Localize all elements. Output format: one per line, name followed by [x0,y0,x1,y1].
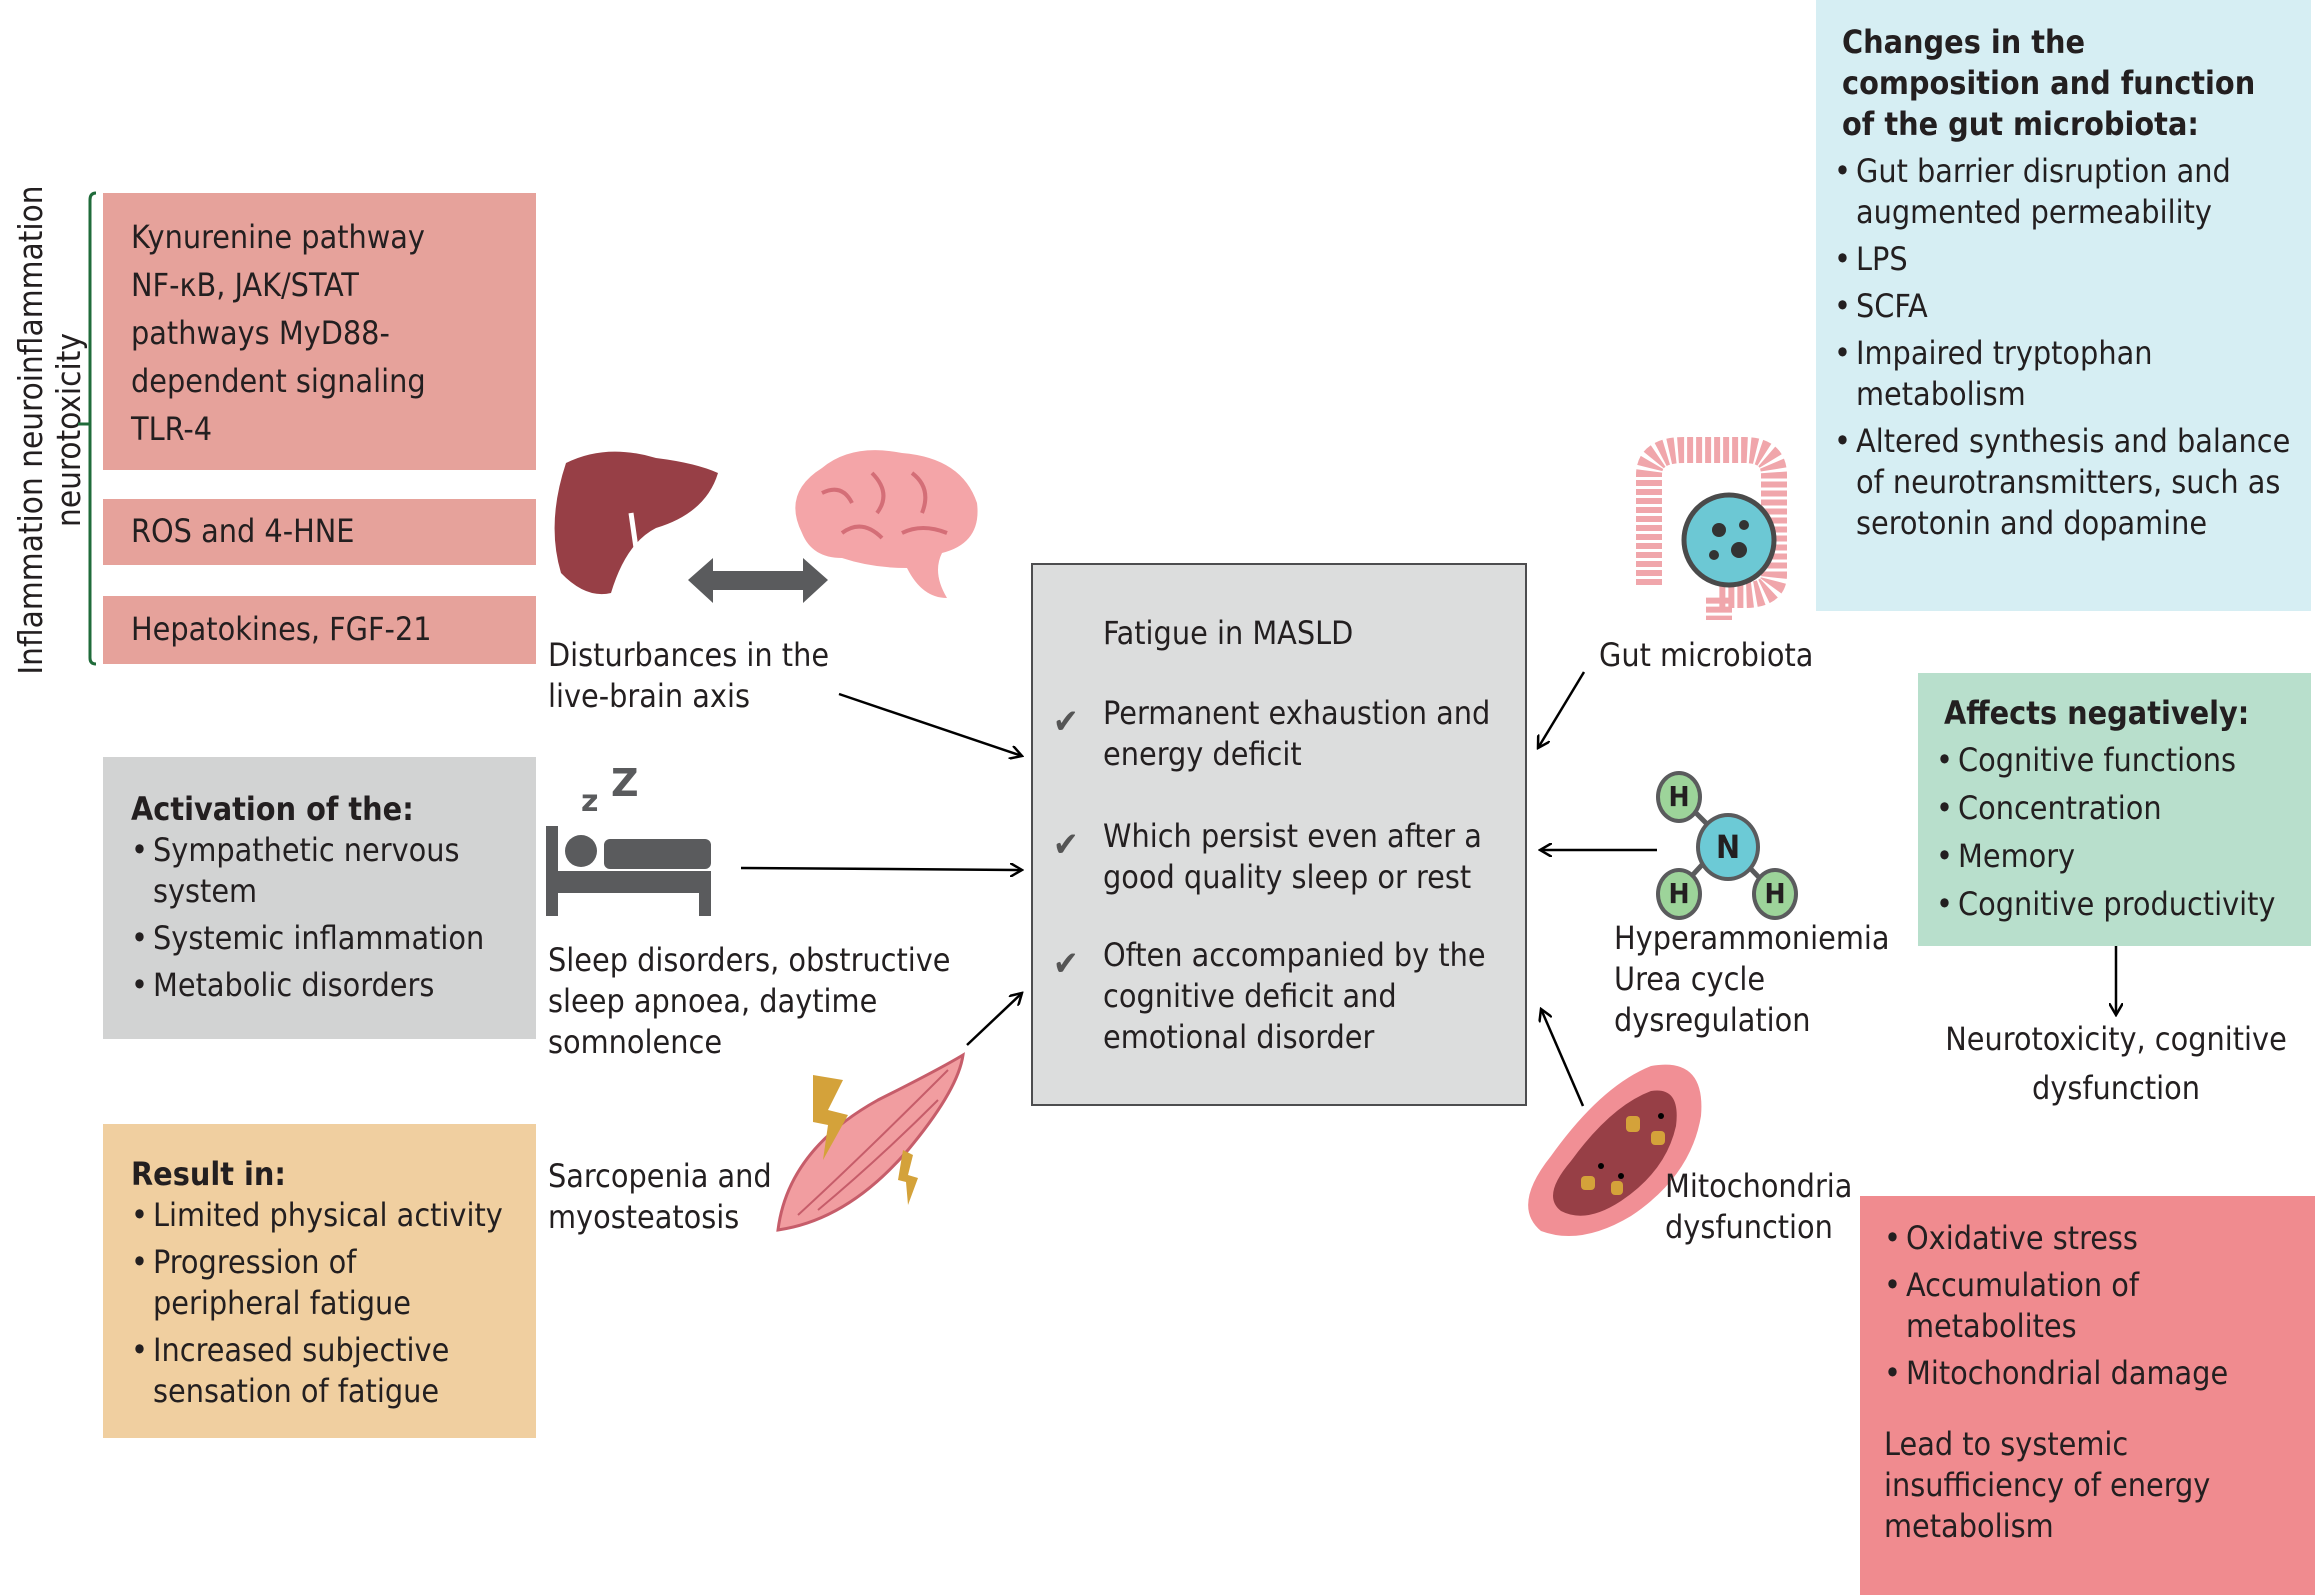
result-title: Result in: [131,1155,286,1193]
mito-footer: Lead to systemic insufficiency of energy… [1884,1425,2211,1545]
activation-box: Activation of the: Sympathetic nervous s… [103,757,536,1039]
mito-item: Accumulation of metabolites [1884,1265,2305,1347]
brain-icon [795,450,978,598]
neurotoxicity-label: Neurotoxicity, cognitive dysfunction [1945,1020,2287,1107]
gut-box-title: Changes in the composition and function … [1842,23,2256,143]
ammonia-label: Hyperammoniemia Urea cycle dysregulation [1614,919,1890,1039]
center-item: Often accompanied by the cognitive defic… [1103,936,1486,1056]
liver-brain-label: Disturbances in the live-brain axis [548,636,830,715]
affects-box: Affects negatively: Cognitive functions … [1918,673,2311,946]
activation-item: Systemic inflammation [131,918,508,959]
result-box: Result in: Limited physical activity Pro… [103,1124,536,1438]
arrow-liver-brain [838,692,1022,756]
activation-title: Activation of the: [131,790,414,828]
affects-item: Concentration [1936,788,2301,829]
gut-box-item: Altered synthesis and balance of neurotr… [1834,421,2291,544]
mitochondria-effects-box: Oxidative stress Accumulation of metabol… [1860,1196,2315,1595]
gut-box-item: Gut barrier disruption and augmented per… [1834,151,2291,233]
arrow-mito [1541,1009,1585,1107]
mitochondria-label: Mitochondria dysfunction [1665,1167,1853,1246]
double-arrow-icon [688,558,828,603]
check-icon: ✔ [1053,944,1079,984]
arrow-gut [1538,671,1586,748]
gut-label: Gut microbiota [1599,636,1814,674]
mitochondria-icon [1528,1064,1702,1236]
ros-box: ROS and 4-HNE [103,499,536,565]
ammonia-molecule-icon: H N H H [1646,763,1801,920]
sarcopenia-label: Sarcopenia and myosteatosis [548,1157,772,1236]
sleep-label: Sleep disorders, obstructive sleep apnoe… [548,941,951,1061]
sleep-bed-icon: z Z [546,761,711,916]
arrow-muscle [966,993,1022,1046]
result-item: Limited physical activity [131,1195,508,1236]
activation-item: Metabolic disorders [131,965,508,1006]
gut-box-item: Impaired tryptophan metabolism [1834,333,2291,415]
gut-microbiota-box: Changes in the composition and function … [1816,0,2311,611]
hepatokines-box: Hepatokines, FGF-21 [103,596,536,664]
liver-icon [554,451,718,595]
affects-item: Memory [1936,836,2301,877]
center-item: Permanent exhaustion and energy deficit [1103,694,1491,773]
result-item: Progression of peripheral fatigue [131,1242,508,1324]
mito-item: Oxidative stress [1884,1218,2305,1259]
side-label-line2: neurotoxicity [49,333,88,527]
hydrogen-atom: H [1752,868,1798,920]
center-item: Which persist even after a good quality … [1103,817,1482,896]
nitrogen-atom: N [1696,813,1760,881]
result-item: Increased subjective sensation of fatigu… [131,1330,508,1412]
arrows [0,0,1,1]
gut-box-item: LPS [1834,239,2291,280]
hydrogen-atom: H [1656,771,1702,823]
mito-item: Mitochondrial damage [1884,1353,2305,1394]
check-icon: ✔ [1053,702,1079,742]
affects-item: Cognitive productivity [1936,884,2301,925]
side-label: Inflammation neuroinflammation neurotoxi… [11,185,92,675]
check-icon: ✔ [1053,825,1079,865]
center-title: Fatigue in MASLD [1103,614,1354,652]
center-box: Fatigue in MASLD ✔ Permanent exhaustion … [1031,563,1527,1106]
activation-item: Sympathetic nervous system [131,830,508,912]
svg-text:Z: Z [611,761,639,805]
affects-title: Affects negatively: [1944,694,2250,732]
pathways-box: Kynurenine pathway NF-κB, JAK/STAT pathw… [103,193,536,470]
hydrogen-atom: H [1656,868,1702,920]
gut-box-item: SCFA [1834,286,2291,327]
arrow-sleep [740,868,1022,870]
bracket [78,191,97,666]
gut-icon [1636,437,1787,620]
muscle-icon [776,1052,965,1232]
side-label-line1: Inflammation neuroinflammation [11,185,50,675]
affects-item: Cognitive functions [1936,740,2301,781]
svg-text:z: z [581,784,598,819]
